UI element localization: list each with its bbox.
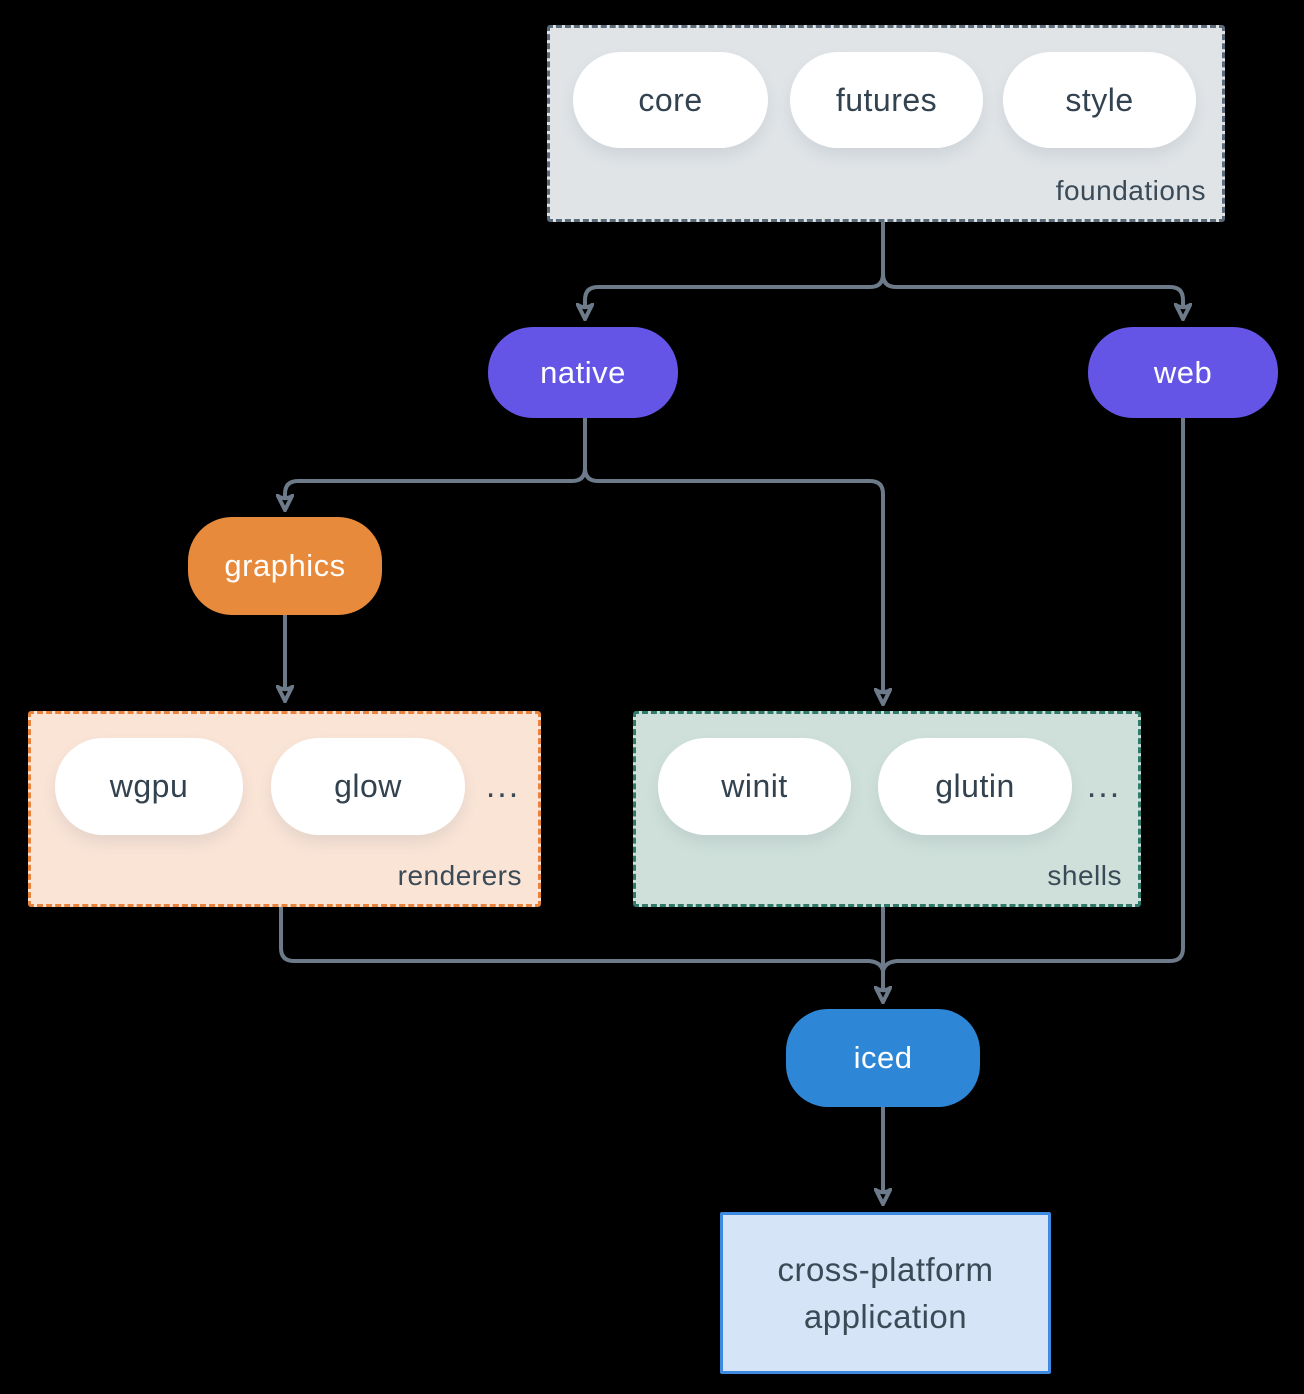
node-cross-platform-application: cross-platform application — [720, 1212, 1051, 1374]
node-futures: futures — [790, 52, 983, 148]
node-winit-label: winit — [721, 768, 788, 804]
node-glow-label: glow — [334, 768, 402, 804]
connector-native-graphics — [285, 418, 587, 498]
shells-ellipsis: ... — [1086, 767, 1122, 805]
node-style-label: style — [1065, 81, 1134, 118]
node-web-label: web — [1153, 354, 1213, 390]
application-label-line2: application — [803, 1298, 968, 1335]
connector-foundations-native — [585, 216, 885, 307]
connector-foundations-web — [881, 216, 1183, 307]
connector-native-shells — [583, 418, 883, 692]
renderers-group: wgpu glow ... renderers — [28, 711, 541, 907]
node-glutin: glutin — [878, 738, 1072, 835]
node-winit: winit — [658, 738, 851, 835]
connector-renderers-merge — [279, 901, 885, 972]
foundations-group: core futures style foundations — [547, 25, 1225, 222]
connector-web-merge — [881, 418, 1185, 972]
node-web: web — [1088, 327, 1278, 418]
node-native-label: native — [540, 354, 626, 390]
node-wgpu-label: wgpu — [109, 768, 189, 804]
shells-group: winit glutin ... shells — [633, 711, 1141, 907]
node-iced-label: iced — [853, 1040, 913, 1075]
node-futures-label: futures — [835, 81, 938, 118]
node-glutin-label: glutin — [935, 768, 1015, 804]
node-graphics-label: graphics — [224, 548, 346, 583]
foundations-group-label: foundations — [1055, 175, 1206, 206]
node-wgpu: wgpu — [55, 738, 243, 835]
node-style: style — [1003, 52, 1196, 148]
node-native: native — [488, 327, 678, 418]
node-core: core — [573, 52, 768, 148]
node-iced: iced — [786, 1009, 980, 1107]
node-graphics: graphics — [188, 517, 382, 615]
shells-group-label: shells — [1047, 860, 1122, 891]
application-label-line1: cross-platform — [777, 1251, 994, 1288]
node-glow: glow — [271, 738, 465, 835]
renderers-ellipsis: ... — [485, 767, 521, 805]
node-core-label: core — [638, 81, 703, 118]
renderers-group-label: renderers — [397, 860, 522, 891]
